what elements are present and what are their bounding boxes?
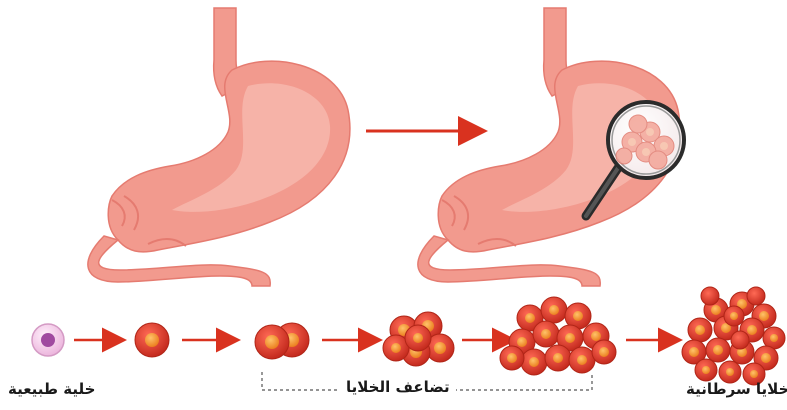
stomach-normal <box>88 8 350 286</box>
cancer-cluster <box>682 287 785 385</box>
label-cancer-cells: خلايا سرطانية <box>686 380 787 398</box>
cell-stage-3 <box>383 312 454 366</box>
cell-stage-2 <box>255 323 309 359</box>
label-normal-cell: خلية طبيعية <box>8 380 95 398</box>
normal-cell <box>32 324 64 356</box>
label-cell-division: تضاعف الخلايا <box>340 378 456 396</box>
cell-stage-1 <box>135 323 169 357</box>
cell-stage-4 <box>500 297 616 375</box>
